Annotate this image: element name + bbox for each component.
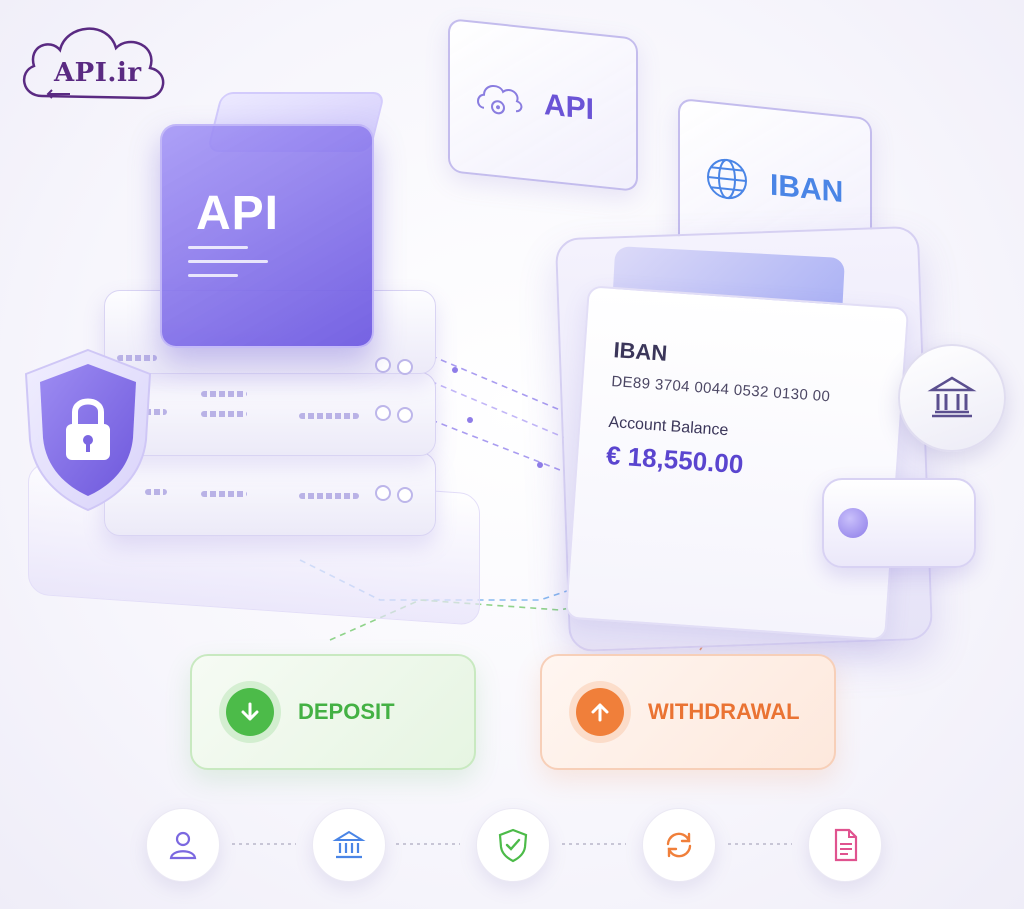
withdrawal-button[interactable]: WITHDRAWAL <box>540 654 836 770</box>
document-step <box>808 808 882 882</box>
step-connector <box>232 843 296 845</box>
verify-step <box>476 808 550 882</box>
user-icon <box>169 831 197 860</box>
user-step <box>146 808 220 882</box>
status-light <box>397 359 413 375</box>
account-card-title: IBAN <box>612 337 669 366</box>
refresh-icon <box>666 832 692 858</box>
arrow-up-icon <box>576 688 624 736</box>
api-cube <box>160 124 374 348</box>
status-light <box>397 487 413 503</box>
deposit-label: DEPOSIT <box>298 699 395 724</box>
server-tier <box>104 452 436 536</box>
cloud-gear-icon <box>474 74 524 126</box>
sync-step <box>642 808 716 882</box>
iban-card: IBAN <box>678 97 872 275</box>
iban-card-label: IBAN <box>770 168 844 210</box>
bank-icon <box>927 376 977 418</box>
status-light <box>375 357 391 373</box>
step-connector <box>396 843 460 845</box>
account-card: IBAN DE89 3704 0044 0532 0130 00 Account… <box>564 285 910 641</box>
globe-icon <box>704 153 750 209</box>
step-connector <box>562 843 626 845</box>
shield-check-icon <box>498 828 528 863</box>
status-light <box>397 407 413 423</box>
arrow-down-icon <box>226 688 274 736</box>
wallet-clasp <box>838 508 868 538</box>
api-cube-label: API <box>196 187 280 240</box>
balance-value: € 18,550.00 <box>605 439 745 480</box>
lock-icon <box>66 398 110 460</box>
status-light <box>375 485 391 501</box>
logo-text: API.ir <box>54 58 142 88</box>
status-light <box>375 405 391 421</box>
withdrawal-label: WITHDRAWAL <box>648 699 800 724</box>
deposit-button[interactable]: DEPOSIT <box>190 654 476 770</box>
bank-icon <box>332 830 366 859</box>
brand-logo: API.ir <box>14 12 174 108</box>
document-icon <box>834 828 858 862</box>
api-card-label: API <box>544 88 595 127</box>
cloud-icon <box>22 27 165 100</box>
security-shield <box>18 344 158 514</box>
step-connector <box>728 843 792 845</box>
iban-number: DE89 3704 0044 0532 0130 00 <box>610 373 831 406</box>
api-card: API <box>448 18 638 192</box>
bank-step <box>312 808 386 882</box>
bank-badge <box>898 344 1006 452</box>
